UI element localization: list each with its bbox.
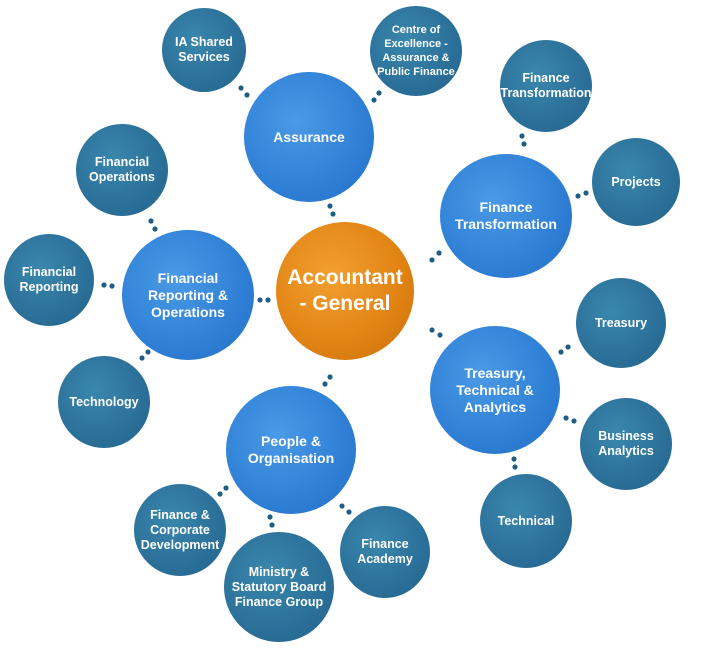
node-label: Assurance (273, 128, 345, 145)
node-label: Finance Transformation (455, 199, 557, 232)
node-label: People & Organisation (247, 433, 335, 466)
node-ia-shared-services: IA Shared Services (162, 8, 246, 92)
node-technical: Technical (480, 474, 572, 568)
node-label: Finance Academy (357, 537, 413, 566)
node-label: Treasury (594, 315, 648, 330)
node-label: Treasury, Technical & Analytics (456, 364, 534, 415)
node-label: Accountant - General (287, 266, 403, 315)
node-projects: Projects (592, 138, 680, 226)
node-label: Business Analytics (598, 429, 654, 458)
node-label: Projects (611, 174, 661, 189)
node-accountant-general: Accountant - General (276, 222, 414, 360)
node-financial-operations: Financial Operations (76, 124, 168, 216)
node-label: Technical (497, 513, 555, 528)
node-business-analytics: Business Analytics (580, 398, 672, 490)
node-label: Centre of Excellence - Assurance & Publi… (377, 24, 455, 78)
node-coe-assurance-public-finance: Centre of Excellence - Assurance & Publi… (370, 6, 462, 96)
node-finance-transformation: Finance Transformation (440, 154, 572, 278)
node-label: Financial Reporting & Operations (147, 269, 229, 320)
node-financial-reporting-operations: Financial Reporting & Operations (122, 230, 254, 360)
node-label: Financial Operations (89, 155, 155, 184)
node-ministry-statutory-board: Ministry & Statutory Board Finance Group (224, 532, 334, 642)
node-finance-transformation-sub: Finance Transformation (500, 40, 592, 132)
node-treasury: Treasury (576, 278, 666, 368)
node-label: Ministry & Statutory Board Finance Group (231, 564, 327, 609)
node-label: Financial Reporting (19, 265, 79, 294)
node-label: IA Shared Services (175, 35, 233, 64)
node-treasury-technical-analytics: Treasury, Technical & Analytics (430, 326, 560, 454)
node-assurance: Assurance (244, 72, 374, 202)
node-finance-academy: Finance Academy (340, 506, 430, 598)
node-people-organisation: People & Organisation (226, 386, 356, 514)
node-label: Technology (69, 394, 139, 409)
node-finance-corporate-development: Finance & Corporate Development (134, 484, 226, 576)
node-financial-reporting: Financial Reporting (4, 234, 94, 326)
node-label: Finance Transformation (500, 71, 592, 100)
node-technology: Technology (58, 356, 150, 448)
node-label: Finance & Corporate Development (140, 507, 220, 552)
